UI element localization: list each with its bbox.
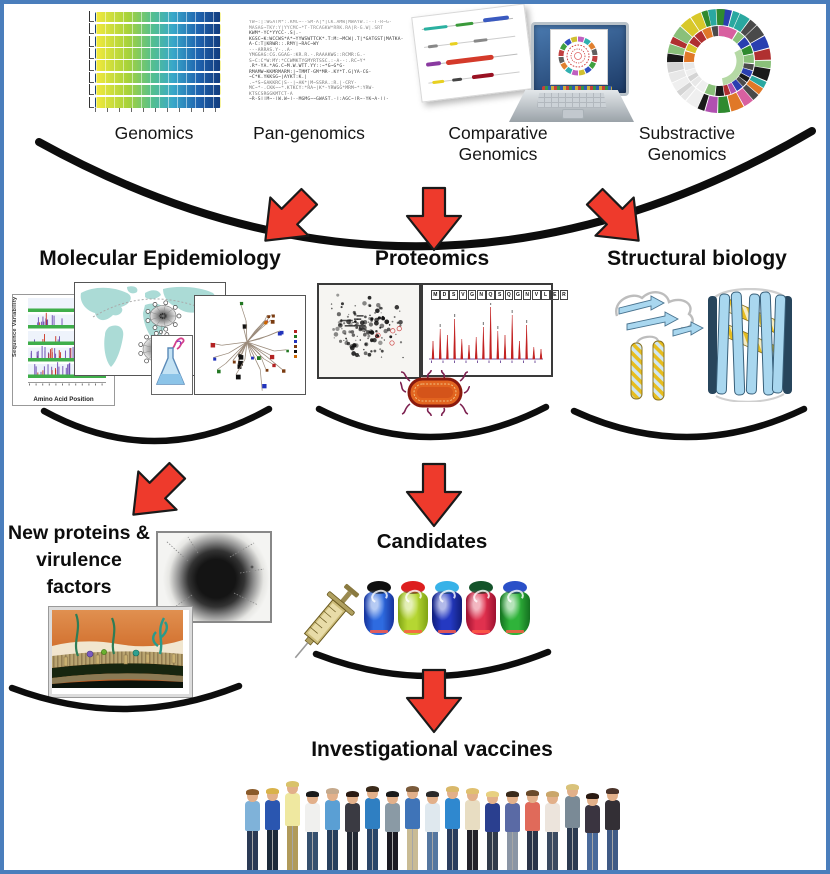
variability-ylabel: Sequence Variability (12, 296, 18, 357)
syringe-icon (269, 569, 378, 682)
circular-genome-window (550, 29, 608, 85)
person (422, 782, 442, 870)
vaccine-vial (432, 581, 462, 637)
person (562, 771, 582, 870)
title-investigational-vaccines: Investigational vaccines (311, 738, 553, 761)
label-genomics: Genomics (114, 123, 194, 143)
laptop-screen (531, 22, 629, 96)
arrow-down-icon (405, 668, 463, 734)
label-subtractive-genomics: Substractive Genomics (638, 123, 736, 164)
peptide-letter: Q (504, 290, 514, 300)
person (582, 783, 602, 870)
2d-gel-electrophoresis (317, 283, 421, 379)
peptide-letter: N (476, 290, 486, 300)
arrow-down-icon (405, 186, 463, 252)
peptide-letter: V (458, 290, 468, 300)
person (242, 778, 262, 870)
bacterial-membrane-illustration (48, 606, 193, 698)
laptop-icon (509, 22, 634, 124)
peptide-letter: Q (486, 290, 495, 300)
pan-genomics-alignment-figure: YW~:|:WGATM*:.KMC~--SM-A|*|CK.AMW|MWAYW.… (249, 20, 409, 100)
person (382, 781, 402, 870)
person (402, 774, 422, 870)
person (542, 781, 562, 870)
people-queue (242, 764, 622, 870)
arrow-down-icon (405, 462, 463, 528)
peptide-letter: N (522, 290, 532, 300)
protein-structure-helix (607, 286, 707, 404)
label-pan-genomics: Pan-genomics (253, 123, 365, 143)
peptide-letter: S (449, 290, 458, 300)
person (322, 777, 342, 870)
peptide-letter: G (467, 290, 477, 300)
title-proteomics: Proteomics (374, 247, 490, 270)
laptop-base (509, 90, 634, 122)
phylogenetic-tree (194, 295, 306, 395)
funnel-arc-structural-biology (570, 405, 808, 441)
peptide-letter: E (550, 290, 560, 300)
vaccine-vial (500, 581, 530, 637)
variability-xlabel: Amino Acid Position (33, 396, 94, 403)
peptide-letter: D (440, 290, 449, 300)
peptide-letter: R (559, 290, 569, 300)
title-structural-biology: Structural biology (607, 247, 787, 270)
person (362, 775, 382, 870)
protein-structure-barrel (706, 288, 794, 402)
person (282, 768, 302, 870)
peptide-letter: S (495, 290, 504, 300)
vaccine-vial (398, 581, 428, 637)
title-candidates: Candidates (376, 530, 488, 553)
person (502, 782, 522, 870)
vaccine-vial (466, 581, 496, 637)
person (602, 776, 622, 870)
person (522, 779, 542, 870)
title-new-proteins: New proteins & virulence factors (8, 522, 150, 598)
person (342, 780, 362, 870)
peptide-letter: L (541, 290, 550, 300)
person (262, 776, 282, 870)
peptide-letter: M (431, 290, 440, 300)
subtractive-genomics-circular-map (649, 6, 789, 116)
person (482, 780, 502, 870)
person (442, 773, 462, 870)
electron-micrograph (156, 531, 272, 623)
peptide-letter: V (532, 290, 541, 300)
label-comparative-genomics: Comparative Genomics (448, 123, 548, 164)
funnel-arc-molecular-epidemiology (40, 405, 273, 445)
bacterium-icon (400, 370, 470, 416)
vaccine-vials (364, 581, 536, 639)
person (302, 782, 322, 870)
vaccine-vial (364, 581, 394, 637)
person (462, 777, 482, 870)
genomics-figure (89, 10, 221, 112)
flask-icon (151, 335, 193, 395)
title-molecular-epidemiology: Molecular Epidemiology (39, 247, 281, 270)
laptop-dock (542, 86, 612, 91)
peptide-letter: G (513, 290, 523, 300)
funnel-arc-candidates (312, 648, 552, 680)
